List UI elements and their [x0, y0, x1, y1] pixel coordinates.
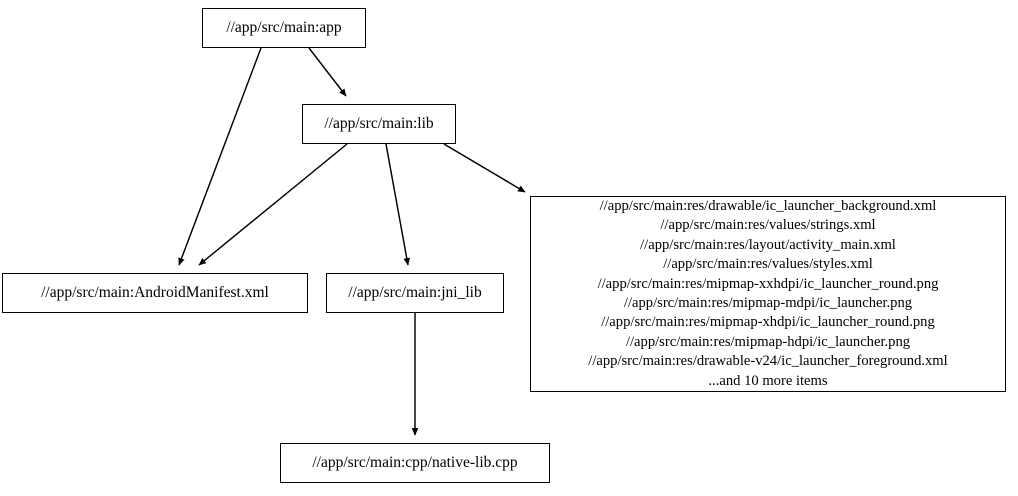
- edge-lib-to-manifest: [198, 143, 348, 266]
- node-native-lib-cpp[interactable]: //app/src/main:cpp/native-lib.cpp: [280, 443, 550, 483]
- edge-app-to-manifest: [178, 47, 262, 266]
- node-lib-label: //app/src/main:lib: [324, 115, 434, 133]
- node-android-manifest[interactable]: //app/src/main:AndroidManifest.xml: [2, 273, 308, 313]
- node-app[interactable]: //app/src/main:app: [202, 8, 366, 48]
- node-jni-lib[interactable]: //app/src/main:jni_lib: [326, 273, 504, 313]
- node-native-lib-cpp-label: //app/src/main:cpp/native-lib.cpp: [312, 454, 518, 472]
- node-lib[interactable]: //app/src/main:lib: [302, 104, 456, 144]
- edge-lib-to-res-group: [443, 143, 526, 193]
- node-res-group-label: //app/src/main:res/drawable/ic_launcher_…: [588, 197, 948, 389]
- node-app-label: //app/src/main:app: [226, 19, 342, 37]
- node-jni-lib-label: //app/src/main:jni_lib: [348, 284, 482, 302]
- edge-app-to-lib: [308, 47, 347, 97]
- node-res-group[interactable]: //app/src/main:res/drawable/ic_launcher_…: [530, 196, 1006, 392]
- edge-lib-to-jni-lib: [385, 143, 411, 266]
- node-android-manifest-label: //app/src/main:AndroidManifest.xml: [41, 284, 269, 302]
